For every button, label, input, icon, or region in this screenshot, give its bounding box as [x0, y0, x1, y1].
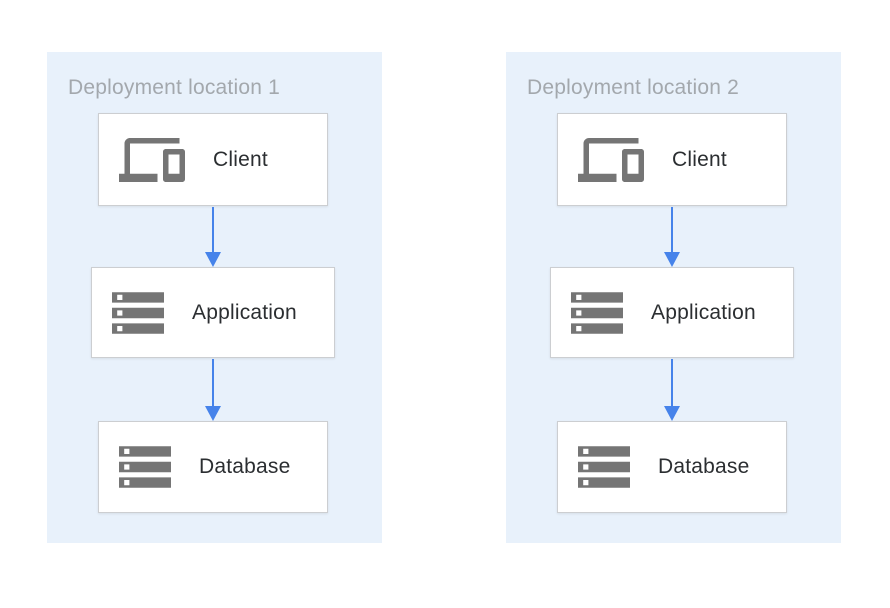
arrow-down-icon — [205, 359, 221, 421]
arrow-head — [664, 252, 680, 267]
deployment-location-1-panel: Deployment location 1 Client Application — [47, 52, 382, 543]
storage-icon — [578, 445, 630, 489]
arrow-head — [664, 406, 680, 421]
client-node: Client — [557, 113, 787, 206]
devices-icon — [578, 137, 644, 182]
node-label: Client — [213, 147, 268, 171]
arrow-shaft — [212, 359, 214, 408]
arrow-down-icon — [205, 207, 221, 267]
node-label: Database — [199, 455, 291, 478]
arrow-shaft — [671, 207, 673, 254]
storage-icon — [119, 445, 171, 489]
arrow-down-icon — [664, 359, 680, 421]
database-node: Database — [98, 421, 328, 513]
node-label: Client — [672, 147, 727, 171]
panel-title: Deployment location 2 — [527, 76, 739, 99]
panel-title: Deployment location 1 — [68, 76, 280, 99]
storage-icon — [112, 291, 164, 335]
arrow-shaft — [671, 359, 673, 408]
arrow-down-icon — [664, 207, 680, 267]
arrow-shaft — [212, 207, 214, 254]
application-node: Application — [91, 267, 335, 358]
client-node: Client — [98, 113, 328, 206]
deployment-location-2-panel: Deployment location 2 Client Application — [506, 52, 841, 543]
database-node: Database — [557, 421, 787, 513]
storage-icon — [571, 291, 623, 335]
devices-icon — [119, 137, 185, 182]
application-node: Application — [550, 267, 794, 358]
node-label: Application — [651, 300, 756, 324]
arrow-head — [205, 252, 221, 267]
arrow-head — [205, 406, 221, 421]
node-label: Application — [192, 300, 297, 324]
node-label: Database — [658, 455, 750, 478]
